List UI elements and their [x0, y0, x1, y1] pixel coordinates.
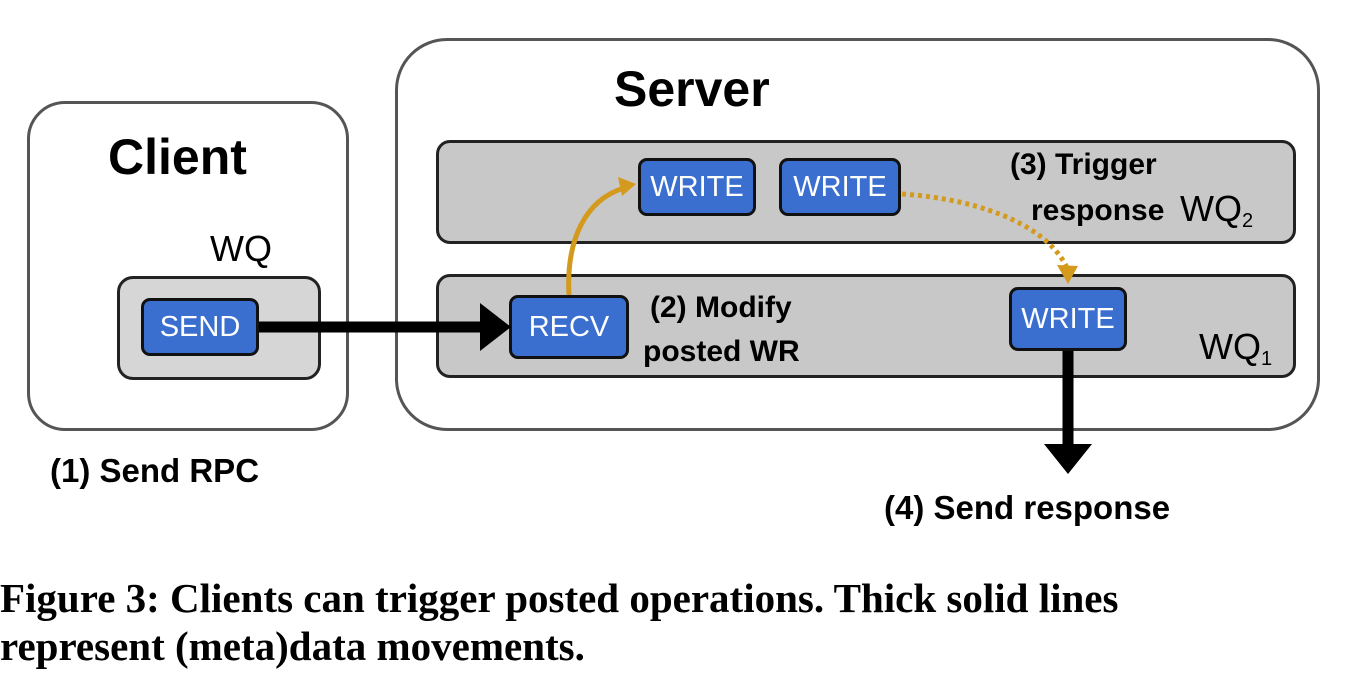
wq1-label-text: WQ	[1199, 326, 1261, 367]
recv-op: RECV	[509, 295, 629, 359]
modify-posted-wr-arrowhead	[618, 177, 636, 196]
trigger-response-arrowhead	[1057, 265, 1078, 284]
figure-caption-line1: Figure 3: Clients can trigger posted ope…	[0, 575, 1119, 621]
send-op: SEND	[141, 298, 259, 356]
wq2-label-sub: 2	[1241, 210, 1254, 232]
wq2-label-text: WQ	[1180, 188, 1242, 229]
wq2-label: WQ2	[1180, 188, 1253, 233]
step2-label-line1: (2) Modify	[650, 291, 792, 324]
wq2-write-op-1: WRITE	[638, 158, 756, 216]
figure-caption-line2: represent (meta)data movements.	[0, 623, 585, 669]
step3-label-line2: response	[1031, 194, 1165, 227]
trigger-response-arrow	[901, 191, 1070, 270]
send-rpc-arrow-head	[480, 303, 511, 351]
wq1-label-sub: 1	[1260, 348, 1273, 370]
wq1-label: WQ1	[1199, 326, 1272, 371]
wq1-write-op: WRITE	[1009, 287, 1127, 351]
step3-label-line1: (3) Trigger	[1010, 148, 1157, 181]
step4-label: (4) Send response	[884, 489, 1171, 526]
modify-posted-wr-arrow	[566, 185, 625, 296]
step2-label-line2: posted WR	[643, 335, 800, 368]
server-title: Server	[614, 61, 770, 117]
send-response-arrow-head	[1044, 444, 1092, 474]
wq2-write-op-2: WRITE	[779, 158, 901, 216]
step1-label: (1) Send RPC	[50, 452, 260, 489]
client-wq-label: WQ	[210, 228, 272, 269]
client-title: Client	[108, 129, 247, 185]
